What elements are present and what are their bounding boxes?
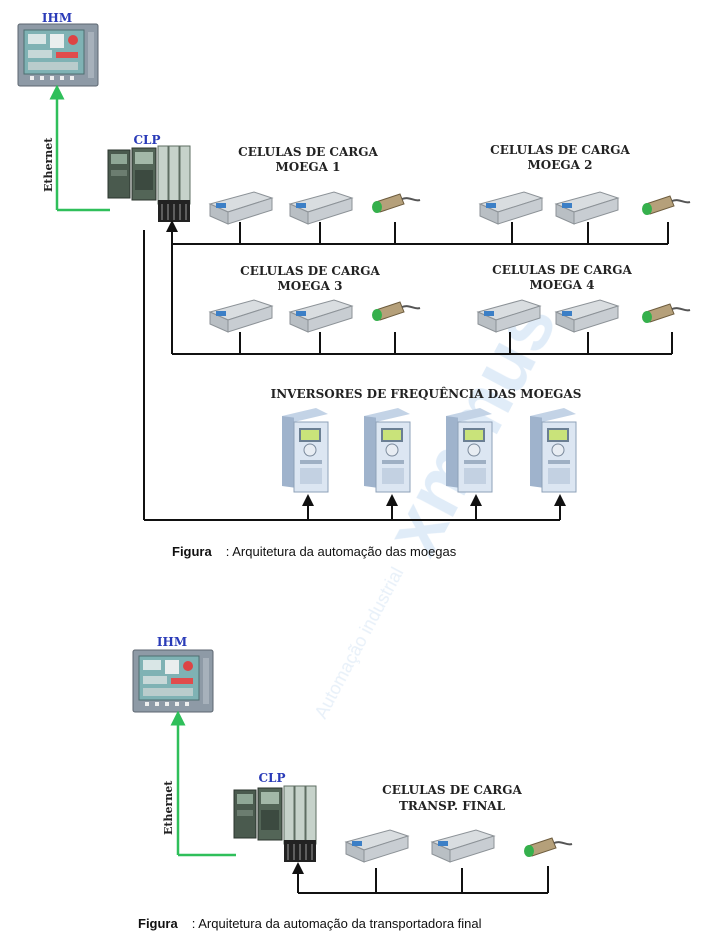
group-label-line2: MOEGA 3: [278, 279, 343, 293]
bus-transp: [292, 862, 549, 894]
group-label-line2: MOEGA 4: [530, 278, 595, 292]
frequency-inverter-icon: [281, 407, 329, 493]
group-label-line1: CELULAS DE CARGA: [382, 783, 522, 797]
clp-label: CLP: [258, 771, 285, 785]
watermark: xmmus Automação industrial: [311, 286, 573, 722]
load-cell-icon: [209, 191, 273, 225]
bus-row-2: [172, 332, 673, 355]
ihm-panel-icon: [132, 649, 214, 713]
load-cell-icon: [555, 191, 619, 225]
group-label-line1: CELULAS DE CARGA: [240, 264, 380, 278]
group-label-line2: TRANSP. FINAL: [399, 799, 506, 813]
group-label-line1: CELULAS DE CARGA: [490, 143, 630, 157]
inverter-bus: [143, 230, 566, 521]
load-cell-icon: [345, 829, 409, 863]
inductive-sensor-icon: [371, 193, 421, 214]
load-cell-icon: [479, 191, 543, 225]
load-cell-icon: [431, 829, 495, 863]
group-label-line2: MOEGA 2: [528, 158, 593, 172]
diagram-transportadora: IHM Ethernet CLP CELULAS DE CARGA TRANSP…: [132, 635, 573, 932]
frequency-inverter-icon: [529, 407, 577, 493]
inductive-sensor-icon: [523, 837, 573, 858]
diagram-moegas: IHM Ethernet CLP CELULAS DE CARGA MOEGA …: [17, 11, 691, 560]
group-label-line1: CELULAS DE CARGA: [238, 145, 378, 159]
inverters-title: INVERSORES DE FREQUÊNCIA DAS MOEGAS: [271, 386, 582, 401]
inductive-sensor-icon: [371, 301, 421, 322]
inductive-sensor-icon: [641, 195, 691, 216]
ethernet-label: Ethernet: [162, 780, 175, 835]
load-cell-icon: [555, 299, 619, 333]
ihm-panel-icon: [17, 23, 99, 87]
frequency-inverter-icon: [363, 407, 411, 493]
clp-label: CLP: [133, 133, 160, 147]
ihm-label: IHM: [42, 11, 72, 25]
load-cell-icon: [209, 299, 273, 333]
group-label-line2: MOEGA 1: [276, 160, 341, 174]
caption-1: Figura : Arquitetura da automação das mo…: [172, 543, 457, 560]
caption-2: Figura : Arquitetura da automação da tra…: [138, 915, 482, 932]
inductive-sensor-icon: [641, 303, 691, 324]
clp-rack-icon: [107, 145, 191, 223]
ihm-label: IHM: [157, 635, 187, 649]
watermark-subtitle: Automação industrial: [311, 564, 408, 722]
bus-row-1: [172, 222, 669, 245]
ethernet-label: Ethernet: [42, 137, 55, 192]
load-cell-icon: [289, 191, 353, 225]
load-cell-icon: [289, 299, 353, 333]
group-label-line1: CELULAS DE CARGA: [492, 263, 632, 277]
clp-rack-icon: [233, 785, 317, 863]
